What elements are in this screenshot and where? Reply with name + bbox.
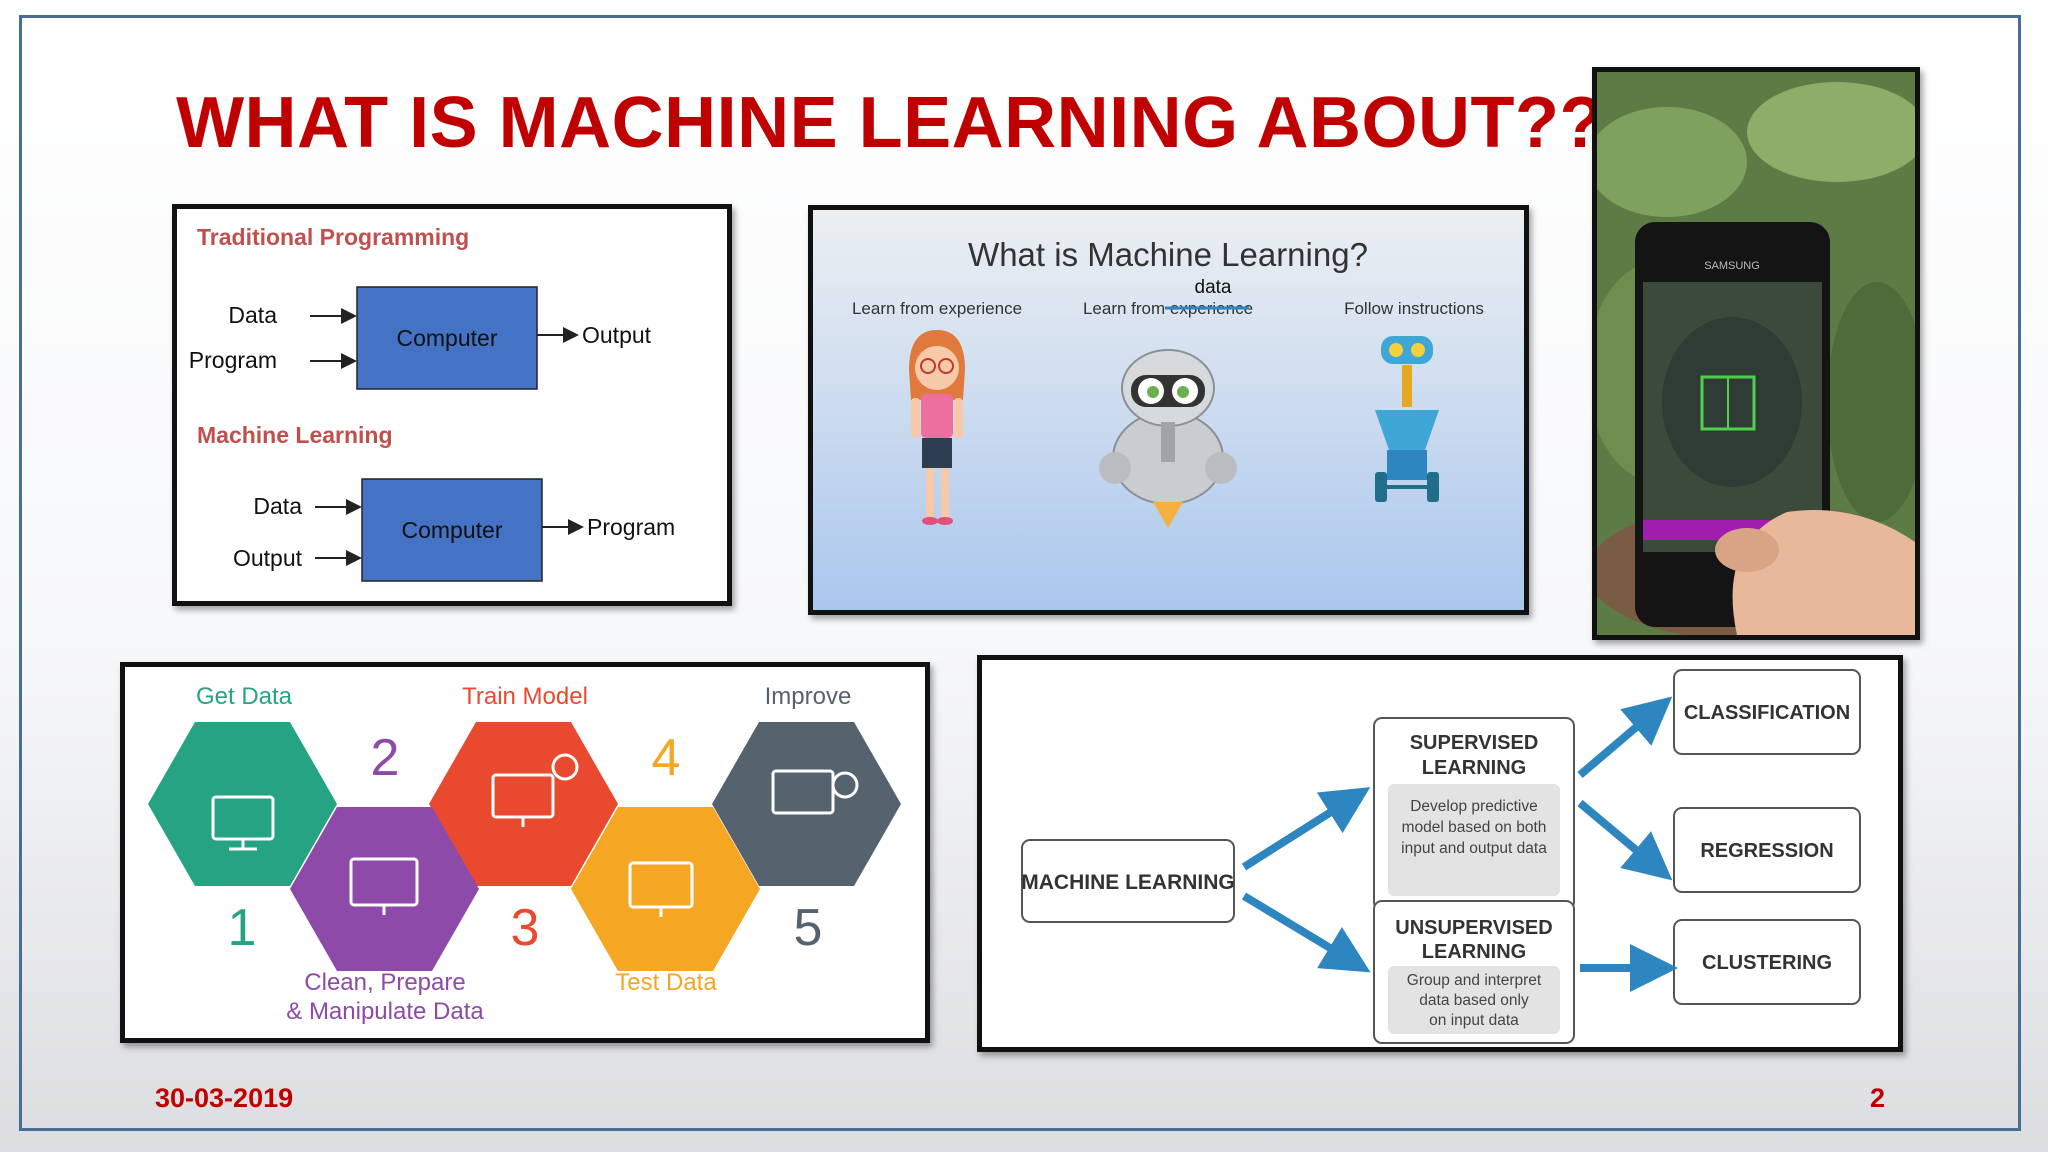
step-1-label: Get Data xyxy=(196,683,293,710)
unsupervised-desc-line1: Group and interpret xyxy=(1407,972,1542,989)
column-label-robot: Follow instructions xyxy=(1344,299,1484,318)
supervised-desc-line3: input and output data xyxy=(1401,840,1547,857)
traditional-computer-box xyxy=(356,286,538,390)
hand xyxy=(1732,510,1915,635)
workflow-diagram: Get Data Train Model Improve Clean, Prep… xyxy=(148,683,901,1025)
step-4-number: 4 xyxy=(652,729,681,787)
unsupervised-desc-box xyxy=(1388,966,1560,1034)
slide-border xyxy=(19,15,2021,1131)
regression-label: REGRESSION xyxy=(1700,840,1833,862)
taxonomy-diagram: MACHINE LEARNING SUPERVISED LEARNING Dev… xyxy=(1021,669,1861,1044)
ml-computer-label: Computer xyxy=(402,517,503,543)
step-5-number: 5 xyxy=(794,899,823,957)
ml-heading: Machine Learning xyxy=(197,422,393,448)
girl-illustration xyxy=(909,330,965,525)
column-label-human: Learn from experience xyxy=(852,299,1022,318)
root-node xyxy=(1021,839,1235,923)
step-2-label-line2: & Manipulate Data xyxy=(286,998,484,1025)
ml-computer-box xyxy=(361,478,543,582)
hex-clean-data xyxy=(290,807,479,971)
supervised-title-line1: SUPERVISED xyxy=(1410,732,1539,754)
supervised-desc-line2: model based on both xyxy=(1402,819,1547,836)
supervised-title-line2: LEARNING xyxy=(1422,757,1526,779)
clustering-label: CLUSTERING xyxy=(1702,952,1832,974)
step-3-number: 3 xyxy=(511,899,540,957)
traditional-computer-label: Computer xyxy=(397,325,498,351)
supervised-desc-box xyxy=(1388,784,1560,896)
monitor-icons xyxy=(211,753,859,917)
traditional-output: Output xyxy=(582,322,652,348)
step-2-number: 2 xyxy=(371,729,400,787)
root-label: MACHINE LEARNING xyxy=(1021,871,1235,894)
programming-comparison-panel: Traditional Programming Data Program Com… xyxy=(172,204,732,606)
instruction-robot-illustration xyxy=(1375,336,1439,502)
hex-train-model xyxy=(429,722,618,886)
slide-date: 30-03-2019 xyxy=(155,1083,294,1113)
phone-photo-illustration: SAMSUNG xyxy=(1587,72,1927,642)
ml-taxonomy-panel: MACHINE LEARNING SUPERVISED LEARNING Dev… xyxy=(977,655,1903,1052)
video-title: What is Machine Learning? xyxy=(968,236,1368,273)
ml-input-output: Output xyxy=(233,545,303,571)
traditional-input-program: Program xyxy=(189,347,277,373)
hex-improve xyxy=(712,722,901,886)
supervised-desc-line1: Develop predictive xyxy=(1410,798,1538,815)
ml-output-program: Program xyxy=(587,514,675,540)
taxonomy-arrows xyxy=(1241,696,1678,992)
phone-leaf-photo: SAMSUNG xyxy=(1587,67,1927,642)
step-3-label: Train Model xyxy=(462,683,588,710)
step-1-number: 1 xyxy=(228,899,257,957)
step-5-label: Improve xyxy=(765,683,852,710)
regression-node xyxy=(1673,807,1861,893)
unsupervised-title-line1: UNSUPERVISED xyxy=(1395,917,1552,939)
slide-page-number: 2 xyxy=(1870,1083,1886,1113)
classification-node xyxy=(1673,669,1861,755)
hex-get-data xyxy=(148,722,337,886)
traditional-heading: Traditional Programming xyxy=(197,224,469,250)
phone-brand: SAMSUNG xyxy=(1704,260,1760,272)
learning-robot-illustration xyxy=(1099,349,1237,528)
ml-video-panel: What is Machine Learning? Learn from exp… xyxy=(808,205,1529,615)
slide-title: WHAT IS MACHINE LEARNING ABOUT?? xyxy=(176,83,1604,163)
programming-diagram: Traditional Programming Data Program Com… xyxy=(189,224,675,582)
traditional-input-data: Data xyxy=(228,302,277,328)
step-4-label: Test Data xyxy=(615,969,717,996)
hex-test-data xyxy=(571,807,760,971)
unsupervised-title-line2: LEARNING xyxy=(1422,941,1526,963)
ml-input-data: Data xyxy=(253,493,302,519)
step-2-label-line1: Clean, Prepare xyxy=(304,969,465,996)
classification-label: CLASSIFICATION xyxy=(1684,702,1850,724)
unsupervised-desc-line3: on input data xyxy=(1429,1012,1519,1029)
ml-workflow-panel: Get Data Train Model Improve Clean, Prep… xyxy=(120,662,930,1043)
ml-video-illustration: What is Machine Learning? Learn from exp… xyxy=(852,236,1484,528)
unsupervised-desc-line2: data based only xyxy=(1419,992,1529,1009)
video-annotation: data xyxy=(1195,277,1232,298)
